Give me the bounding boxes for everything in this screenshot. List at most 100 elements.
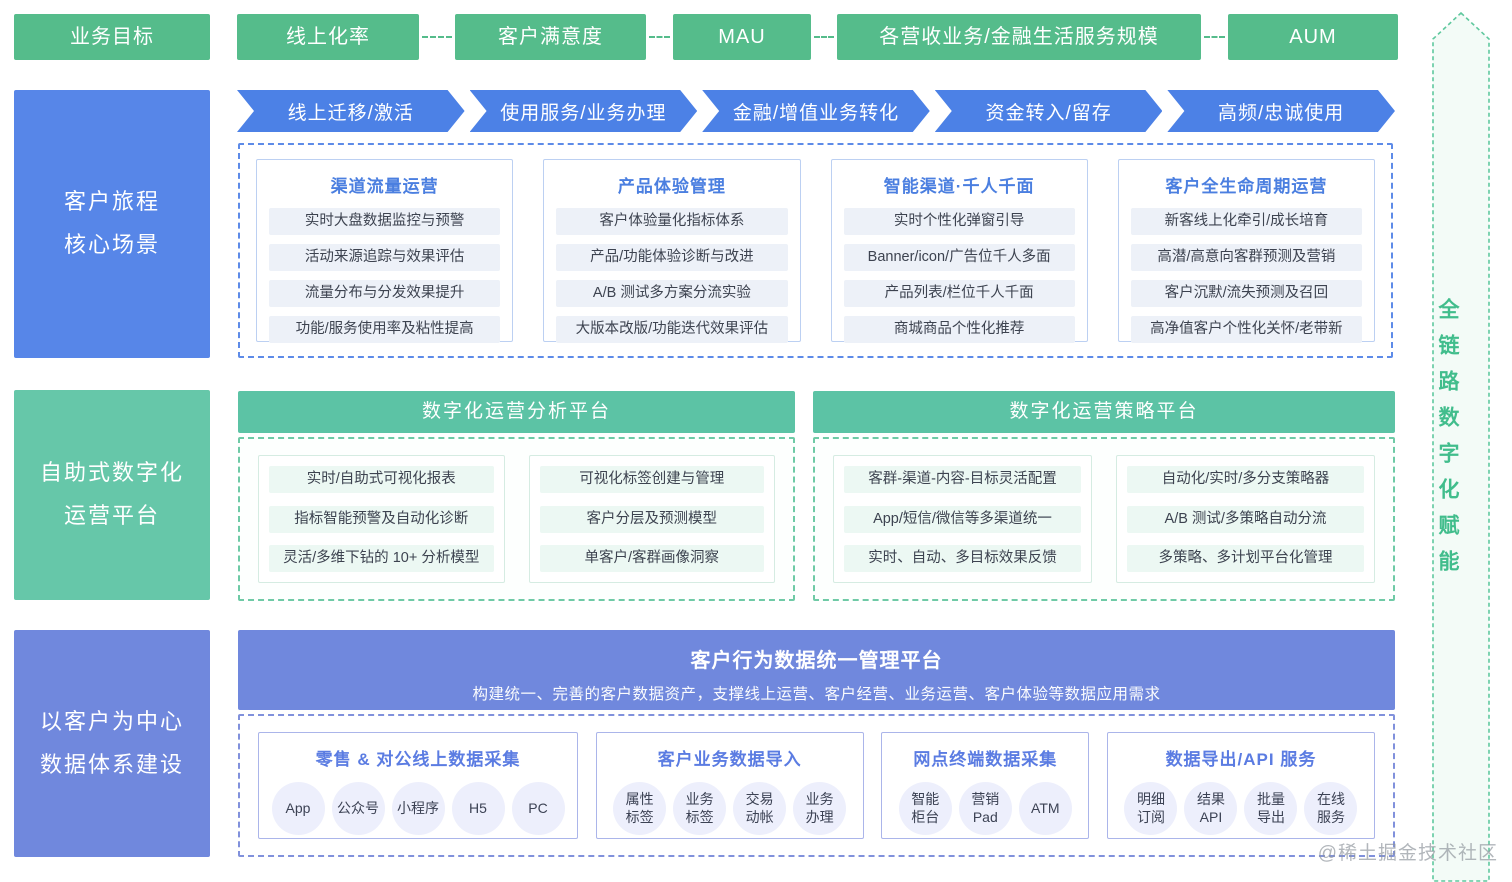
journey-item: 活动来源追踪与效果评估 (269, 244, 501, 271)
chip-result-api: 结果 API (1184, 782, 1238, 835)
journey-item: Banner/icon/广告位千人多面 (843, 244, 1075, 271)
metric-satisfaction: 客户满意度 (455, 14, 646, 60)
chip-app: App (271, 782, 325, 835)
chip-batch-export: 批量 导出 (1244, 782, 1298, 835)
sidebar-journey-line2: 核心场景 (63, 232, 160, 257)
stage-fund-retention: 资金转入/留存 (935, 90, 1163, 132)
chip-row: 明细 订阅 结果 API 批量 导出 在线 服务 (1114, 782, 1368, 835)
strategy-item: A/B 测试/多策略自动分流 (1127, 505, 1364, 533)
journey-item: 产品列表/栏位千人千面 (843, 280, 1075, 307)
chip-detail-subscribe: 明细 订阅 (1124, 782, 1178, 835)
journey-item: 高潜/高意向客群预测及营销 (1130, 244, 1362, 271)
strategy-item: App/短信/微信等多渠道统一 (844, 505, 1081, 533)
journey-item: 产品/功能体验诊断与改进 (556, 244, 788, 271)
stage-finance-conversion: 金融/增值业务转化 (702, 90, 930, 132)
chip-atm: ATM (1018, 782, 1072, 835)
strategy-item: 多策略、多计划平台化管理 (1127, 545, 1364, 572)
journey-card-smart-channel: 智能渠道·千人千面 实时个性化弹窗引导 Banner/icon/广告位千人多面 … (830, 159, 1088, 343)
chip-attr-tag: 属性 标签 (613, 782, 667, 835)
metric-connector (649, 36, 670, 38)
metric-revenue-scale: 各营收业务/金融生活服务规模 (837, 14, 1201, 60)
metric-mau: MAU (673, 14, 811, 60)
analysis-card-left: 实时/自助式可视化报表 指标智能预警及自动化诊断 灵活/多维下钻的 10+ 分析… (258, 455, 505, 583)
data-card-title: 网点终端数据采集 (913, 750, 1058, 769)
journey-card-lifecycle: 客户全生命周期运营 新客线上化牵引/成长培育 高潜/高意向客群预测及营销 客户沉… (1117, 159, 1375, 343)
data-card-title: 客户业务数据导入 (657, 750, 802, 769)
sidebar-platform-line1: 自助式数字化 (39, 460, 184, 486)
stage-online-migration: 线上迁移/激活 (237, 90, 465, 132)
stage-service-usage: 使用服务/业务办理 (470, 90, 698, 132)
journey-item: 高净值客户个性化关怀/老带新 (1130, 316, 1362, 343)
analysis-item: 可视化标签创建与管理 (539, 466, 764, 493)
analysis-item: 客户分层及预测模型 (539, 505, 764, 533)
chip-transaction: 交易 动帐 (733, 782, 787, 835)
sidebar-platform-line2: 运营平台 (63, 503, 160, 528)
metric-connector (814, 36, 834, 38)
journey-item: 客户沉默/流失预测及召回 (1130, 280, 1362, 307)
journey-item: 实时大盘数据监控与预警 (269, 208, 501, 235)
chip-smart-counter: 智能 柜台 (898, 782, 952, 835)
analysis-item: 指标智能预警及自动化诊断 (269, 505, 494, 533)
data-platform-title: 客户行为数据统一管理平台 (690, 650, 943, 672)
analysis-item: 灵活/多维下钻的 10+ 分析模型 (269, 545, 494, 572)
strategy-card-left: 客群-渠道-内容-目标灵活配置 App/短信/微信等多渠道统一 实时、自动、多目… (833, 455, 1092, 583)
metric-online-rate: 线上化率 (237, 14, 419, 60)
data-card-export-api: 数据导出/API 服务 明细 订阅 结果 API 批量 导出 在线 服务 (1106, 732, 1375, 839)
metric-connector (422, 36, 452, 38)
analysis-platform-header: 数字化运营分析平台 (238, 391, 795, 433)
journey-card-title: 客户全生命周期运营 (1165, 177, 1328, 196)
journey-item: 大版本改版/功能迭代效果评估 (556, 316, 788, 343)
journey-item: 客户体验量化指标体系 (556, 208, 788, 235)
fullchain-banner-text: 全链路数字化赋能 (1436, 298, 1459, 586)
chip-row: App 公众号 小程序 H5 PC (265, 782, 571, 835)
analysis-platform-panel: 实时/自助式可视化报表 指标智能预警及自动化诊断 灵活/多维下钻的 10+ 分析… (238, 437, 795, 601)
journey-card-traffic: 渠道流量运营 实时大盘数据监控与预警 活动来源追踪与效果评估 流量分布与分发效果… (256, 159, 514, 343)
analysis-card-right: 可视化标签创建与管理 客户分层及预测模型 单客户/客群画像洞察 (528, 455, 775, 583)
strategy-platform-header: 数字化运营策略平台 (813, 391, 1395, 433)
data-platform-header: 客户行为数据统一管理平台 构建统一、完善的客户数据资产，支撑线上运营、客户经营、… (238, 630, 1395, 710)
sidebar-journey-line1: 客户旅程 (63, 189, 160, 215)
metric-aum: AUM (1228, 14, 1398, 60)
data-sources-panel: 零售 & 对公线上数据采集 App 公众号 小程序 H5 PC 客户业务数据导入… (238, 714, 1395, 857)
data-card-title: 数据导出/API 服务 (1165, 750, 1317, 769)
chip-row: 智能 柜台 营销 Pad ATM (888, 782, 1082, 835)
analysis-item: 单客户/客群画像洞察 (539, 545, 764, 572)
journey-item: 新客线上化牵引/成长培育 (1130, 208, 1362, 235)
journey-scenarios-panel: 渠道流量运营 实时大盘数据监控与预警 活动来源追踪与效果评估 流量分布与分发效果… (238, 143, 1393, 358)
business-goal-box: 业务目标 (14, 14, 210, 60)
metric-connector (1204, 36, 1225, 38)
chip-row: 属性 标签 业务 标签 交易 动帐 业务 办理 (603, 782, 857, 835)
chip-online-service: 在线 服务 (1304, 782, 1358, 835)
journey-card-title: 智能渠道·千人千面 (883, 177, 1035, 196)
journey-item: A/B 测试多方案分流实验 (556, 280, 788, 307)
sidebar-customer-journey: 客户旅程 核心场景 (14, 90, 210, 358)
sidebar-data-system: 以客户为中心 数据体系建设 (14, 630, 210, 857)
journey-item: 功能/服务使用率及粘性提高 (269, 316, 501, 343)
watermark: @稀土掘金技术社区 (1317, 843, 1498, 864)
stage-loyal-usage: 高频/忠诚使用 (1167, 90, 1395, 132)
strategy-item: 实时、自动、多目标效果反馈 (844, 545, 1081, 572)
journey-card-product-exp: 产品体验管理 客户体验量化指标体系 产品/功能体验诊断与改进 A/B 测试多方案… (543, 159, 801, 343)
data-card-business-import: 客户业务数据导入 属性 标签 业务 标签 交易 动帐 业务 办理 (595, 732, 864, 839)
data-card-online-collect: 零售 & 对公线上数据采集 App 公众号 小程序 H5 PC (258, 732, 578, 839)
chip-pc: PC (511, 782, 565, 835)
sidebar-selfservice-platform: 自助式数字化 运营平台 (14, 390, 210, 600)
sidebar-data-line1: 以客户为中心 (39, 708, 184, 734)
data-card-title: 零售 & 对公线上数据采集 (315, 750, 521, 769)
journey-item: 实时个性化弹窗引导 (843, 208, 1075, 235)
journey-card-title: 产品体验管理 (617, 177, 726, 196)
strategy-item: 自动化/实时/多分支策略器 (1127, 466, 1364, 493)
journey-card-title: 渠道流量运营 (330, 177, 439, 196)
sidebar-data-line2: 数据体系建设 (39, 751, 184, 777)
fullchain-banner-shape (1432, 12, 1490, 882)
strategy-platform-panel: 客群-渠道-内容-目标灵活配置 App/短信/微信等多渠道统一 实时、自动、多目… (813, 437, 1395, 601)
journey-item: 流量分布与分发效果提升 (269, 280, 501, 307)
journey-stage-arrows: 线上迁移/激活 使用服务/业务办理 金融/增值业务转化 资金转入/留存 高频/忠… (237, 90, 1395, 132)
chip-biz-handle: 业务 办理 (793, 782, 847, 835)
journey-item: 商城商品个性化推荐 (843, 316, 1075, 343)
chip-official-account: 公众号 (331, 782, 385, 835)
strategy-card-right: 自动化/实时/多分支策略器 A/B 测试/多策略自动分流 多策略、多计划平台化管… (1116, 455, 1375, 583)
chip-mini-program: 小程序 (391, 782, 445, 835)
chip-biz-tag: 业务 标签 (673, 782, 727, 835)
